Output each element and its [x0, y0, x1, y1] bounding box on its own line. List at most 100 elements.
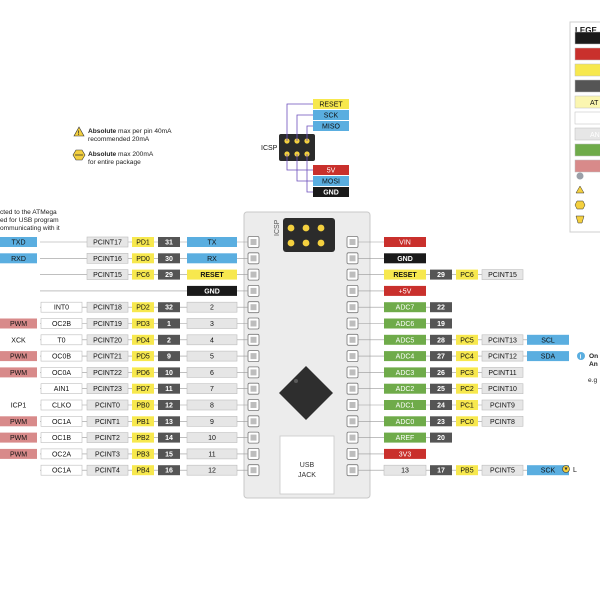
right-info-line-3: e.g: [588, 377, 597, 384]
right-pin-label-text: ADC3: [396, 370, 415, 377]
left-pin-port-bg: [132, 237, 154, 247]
right-info-line-2: An: [589, 361, 598, 368]
left-pin-port-text: PC6: [136, 272, 150, 279]
right-pin-number-bg: [430, 383, 452, 394]
left-pin-port-text: PD2: [136, 305, 150, 312]
left-pin-pcint-text: PCINT15: [93, 272, 122, 279]
icsp-bottom-wire: [306, 154, 313, 193]
left-pin-ext-text: TXD: [12, 240, 26, 247]
right-pin-number-bg: [430, 465, 452, 476]
left-pin-pcint-bg: [86, 415, 129, 427]
left-pin-port: PD1: [132, 237, 154, 247]
right-header-pin-hole: [349, 402, 356, 408]
left-pin-label: RX: [187, 253, 237, 264]
right-pin-number-bg: [430, 432, 452, 443]
left-pin-label-text: 9: [210, 419, 214, 426]
icsp-bottom-label: MOSI: [313, 176, 349, 186]
right-pin-label: RESET: [384, 269, 426, 280]
right-pin-number: 29: [430, 269, 452, 280]
left-pin-pcint-text: PCINT1: [95, 419, 120, 426]
right-pin-pcint-text: PCINT10: [488, 386, 517, 393]
right-pin-port-text: PC3: [460, 370, 474, 377]
right-pin-port-text: PC4: [460, 354, 474, 361]
right-pin-label: GND: [384, 253, 426, 264]
left-pin-ext: PWM: [0, 367, 37, 378]
right-pin-number-bg: [430, 334, 452, 345]
left-pin-number: 30: [158, 253, 180, 264]
left-pin-alt-text: OC1A: [52, 468, 71, 475]
left-pin-port: PB2: [132, 432, 154, 443]
right-pin-number: 20: [430, 432, 452, 443]
left-pin-port: PD5: [132, 351, 154, 362]
right-pin-label-text: ADC2: [396, 386, 415, 393]
left-pin-ext-text: PWM: [10, 321, 27, 328]
left-pin-pcint: PCINT23: [86, 383, 129, 395]
legend-swatch: [574, 47, 600, 61]
right-pin-number-bg: [430, 367, 452, 378]
hexagon-warning-icon: [72, 149, 86, 161]
right-pin-port-text: PC0: [460, 419, 474, 426]
right-pin-label-text: VIN: [399, 240, 411, 247]
right-pin-label-text: 13: [401, 468, 409, 475]
left-pin-number-text: 12: [165, 403, 173, 410]
left-pin-pcint: PCINT17: [86, 236, 129, 248]
left-pin-port-bg: [132, 416, 154, 427]
left-pin-ext: PWM: [0, 448, 37, 459]
left-pin-port-text: PB3: [136, 451, 149, 458]
left-pin-pcint-bg: [86, 367, 129, 378]
left-pin-label-text: 2: [210, 305, 214, 312]
left-pin-label-text: 5: [210, 354, 214, 361]
right-pin-pcint: PCINT15: [481, 269, 524, 280]
left-pin-label: 11: [186, 448, 238, 460]
right-pin-port: PC2: [456, 383, 478, 394]
board-icsp-pin: [287, 224, 295, 232]
left-header-pin-hole: [250, 287, 257, 294]
board-icsp-pin: [317, 239, 325, 247]
right-pin-pcint: PCINT13: [481, 334, 524, 346]
right-pin-ext-bg: [527, 334, 569, 345]
right-pin-port-bg: [456, 465, 478, 476]
left-pin-alt: OC1A: [40, 415, 83, 427]
left-pin-alt-text: INT0: [54, 305, 69, 312]
left-pin-label: 9: [186, 415, 238, 427]
left-pin-alt-bg: [40, 432, 83, 443]
right-pin-number: 26: [430, 367, 452, 378]
left-pin-pcint-bg: [86, 334, 129, 346]
nano-board: ICSP USB JACK: [243, 211, 371, 499]
left-pin-alt: AIN1: [40, 383, 83, 395]
right-pin-label-bg: [384, 269, 426, 280]
right-pin-port: PC0: [456, 416, 478, 427]
right-info-note: i On An e.g: [577, 352, 598, 384]
right-pin-pcint: PCINT12: [481, 350, 524, 362]
left-pin-label: 8: [186, 399, 238, 411]
right-pin-number: 27: [430, 351, 452, 362]
right-pin-pcint-bg: [481, 350, 524, 362]
left-pin-port-bg: [132, 302, 154, 313]
left-pin-port: PD2: [132, 302, 154, 313]
left-pin-port-text: PB0: [136, 403, 149, 410]
left-pin-port: PD3: [132, 318, 154, 329]
left-pin-port-bg: [132, 448, 154, 459]
icsp-bottom-label-text: 5V: [327, 168, 336, 175]
legend-info-icon: [576, 172, 584, 180]
right-pin-label-bg: [384, 302, 426, 313]
left-pin-alt: OC2A: [40, 448, 83, 460]
left-pin-number: 11: [158, 383, 180, 394]
right-pin-label: ADC3: [384, 367, 426, 378]
right-pin-pcint: PCINT8: [481, 415, 524, 427]
left-pin-alt-bg: [40, 415, 83, 427]
left-pin-label-text: 11: [208, 451, 215, 458]
left-pin-alt: OC0B: [40, 350, 83, 362]
left-pin-port: PB0: [132, 400, 154, 410]
left-pin-label: RESET: [187, 269, 237, 280]
left-pin-label: 4: [186, 334, 238, 346]
left-pin-pcint: PCINT18: [86, 301, 129, 313]
right-pin-number-text: 24: [437, 403, 445, 410]
left-pin-port-bg: [132, 253, 154, 264]
right-pin-number-text: 29: [437, 272, 445, 279]
left-pin-pcint-bg: [86, 350, 129, 362]
left-pin-number: 9: [158, 351, 180, 362]
right-pin-pcint-bg: [481, 399, 524, 411]
